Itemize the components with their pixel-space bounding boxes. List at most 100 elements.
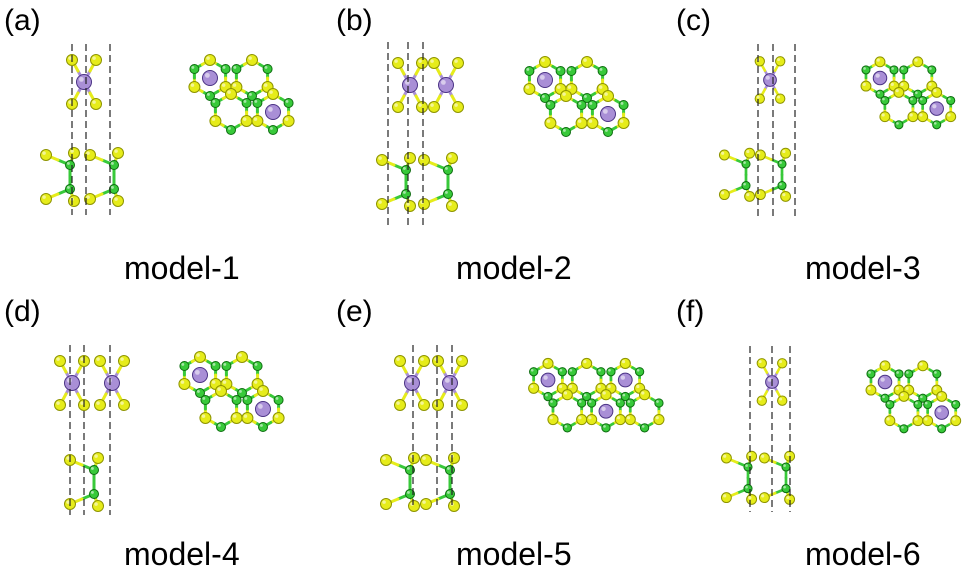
- atom-highlight: [406, 490, 410, 494]
- sulfur-atom: [118, 355, 130, 367]
- atom-highlight: [42, 195, 46, 199]
- metal-atom: [438, 77, 454, 93]
- atom-highlight: [549, 416, 553, 420]
- atom-highlight: [418, 103, 422, 107]
- gallium-atom: [654, 398, 664, 408]
- sulfur-atom: [754, 93, 765, 104]
- gallium-atom: [625, 398, 635, 408]
- atom-highlight: [641, 391, 645, 395]
- sulfur-atom: [581, 357, 593, 370]
- sulfur-atom: [194, 351, 206, 363]
- atom-highlight: [723, 454, 727, 458]
- sulfur-atom: [617, 117, 630, 129]
- atom-highlight: [598, 85, 603, 89]
- gallium-atom: [743, 484, 753, 494]
- sulfur-atom: [777, 395, 788, 406]
- gallium-atom: [894, 120, 904, 130]
- model-label-6: model-6: [805, 536, 921, 572]
- gallium-atom: [210, 361, 221, 371]
- gallium-atom: [603, 127, 613, 137]
- panel-letter-d: (d): [4, 295, 41, 328]
- atom-highlight: [227, 90, 231, 94]
- atom-highlight: [867, 386, 871, 390]
- atom-highlight: [783, 485, 786, 489]
- sulfur-atom: [884, 415, 896, 427]
- metal-atom: [934, 405, 949, 420]
- sulfur-atom: [560, 90, 572, 102]
- atom-highlight: [238, 353, 242, 357]
- metal-atom: [598, 403, 614, 419]
- sulfur-atom: [754, 56, 765, 67]
- sulfur-atom: [404, 200, 416, 212]
- atom-highlight: [541, 94, 545, 98]
- atom-highlight: [746, 193, 750, 197]
- sulfur-atom: [188, 81, 201, 93]
- atom-highlight: [194, 369, 200, 375]
- sulfur-atom: [945, 111, 957, 123]
- atom-highlight: [723, 494, 727, 498]
- sulfur-atom: [907, 111, 919, 123]
- sulfur-atom: [408, 452, 420, 464]
- atom-highlight: [68, 100, 72, 104]
- gallium-atom: [567, 367, 577, 377]
- metal-atom: [877, 374, 893, 390]
- atom-highlight: [70, 149, 74, 153]
- sulfur-atom: [241, 412, 254, 424]
- atom-highlight: [601, 406, 606, 412]
- atom-highlight: [196, 389, 200, 393]
- metal-atom: [404, 375, 420, 391]
- atom-highlight: [896, 371, 899, 374]
- atom-highlight: [221, 83, 226, 87]
- atom-highlight: [929, 67, 932, 70]
- atom-highlight: [78, 76, 84, 82]
- atom-highlight: [567, 85, 572, 89]
- metal-atom: [600, 106, 616, 122]
- atom-highlight: [880, 377, 885, 382]
- atom-highlight: [543, 375, 548, 380]
- atom-highlight: [895, 89, 899, 93]
- atom-highlight: [583, 58, 587, 62]
- atom-highlight: [458, 401, 462, 405]
- atom-highlight: [877, 91, 880, 95]
- atom-highlight: [588, 400, 592, 403]
- atom-highlight: [217, 387, 221, 391]
- gallium-atom: [904, 369, 914, 379]
- sulfur-atom: [446, 152, 458, 164]
- gallium-atom: [231, 395, 242, 405]
- atom-highlight: [583, 94, 587, 98]
- sulfur-atom: [432, 399, 444, 411]
- atom-highlight: [779, 161, 782, 164]
- atom-highlight: [608, 368, 611, 372]
- gallium-atom: [918, 95, 928, 106]
- atom-highlight: [782, 193, 786, 197]
- atom-highlight: [243, 414, 248, 418]
- gallium-atom: [743, 462, 753, 472]
- atom-highlight: [779, 360, 783, 364]
- atom-highlight: [933, 122, 937, 125]
- metal-atom: [442, 375, 458, 391]
- sulfur-atom: [452, 101, 464, 113]
- atom-highlight: [396, 401, 400, 405]
- atom-highlight: [758, 397, 762, 401]
- sulfur-atom: [90, 54, 102, 66]
- atom-highlight: [263, 83, 268, 87]
- gallium-atom: [220, 64, 231, 74]
- atom-highlight: [406, 466, 410, 470]
- atom-highlight: [900, 393, 904, 397]
- atom-highlight: [901, 67, 904, 70]
- sulfur-atom: [600, 389, 612, 401]
- atom-highlight: [254, 362, 258, 366]
- atom-highlight: [86, 151, 90, 155]
- atom-highlight: [181, 362, 185, 366]
- gallium-atom: [555, 66, 566, 76]
- gallium-atom: [262, 64, 273, 74]
- atom-highlight: [900, 82, 904, 86]
- atom-highlight: [242, 117, 247, 121]
- sulfur-atom: [720, 492, 732, 504]
- atom-highlight: [583, 393, 587, 397]
- gallium-atom: [615, 398, 625, 408]
- sulfur-atom: [257, 385, 269, 397]
- atom-highlight: [259, 387, 263, 391]
- panel-letter-e: (e): [336, 295, 373, 328]
- atom-highlight: [378, 156, 382, 160]
